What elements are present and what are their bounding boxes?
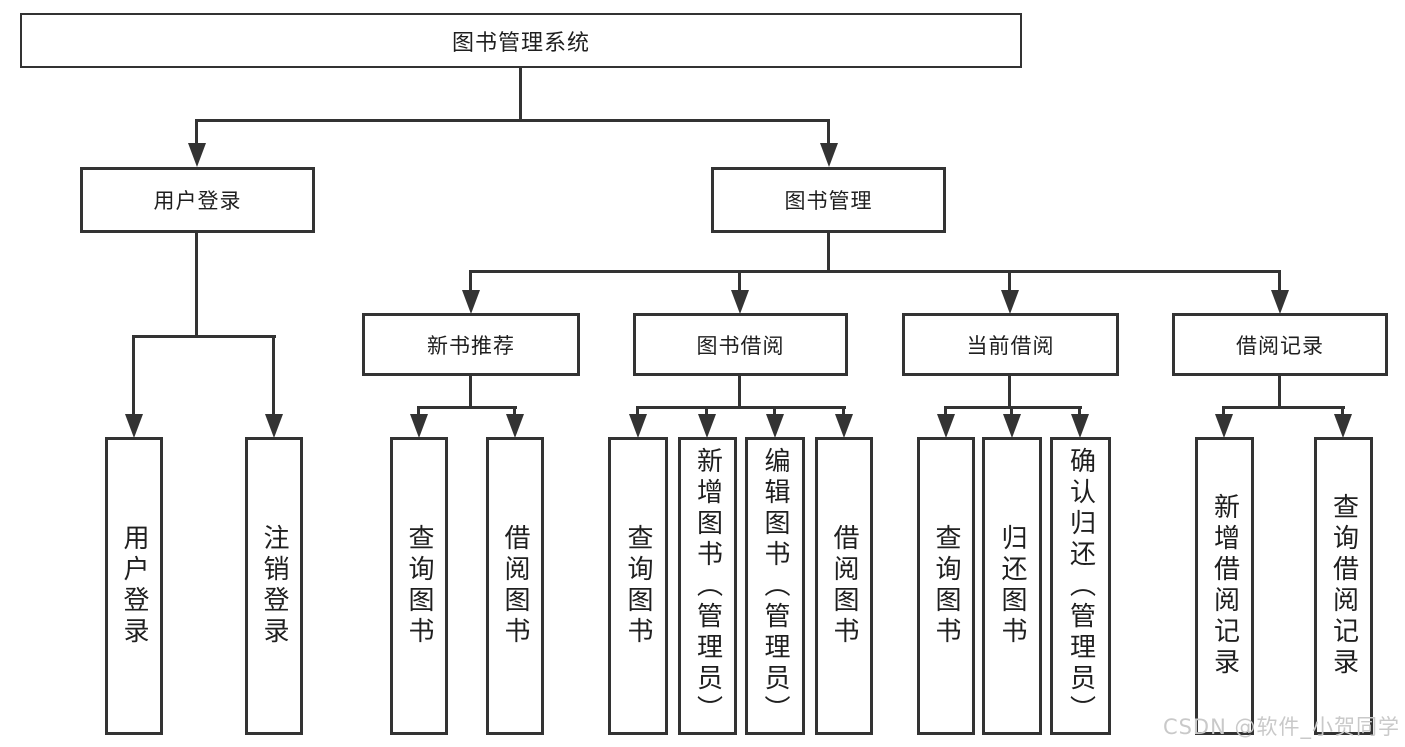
connector-line bbox=[827, 233, 830, 272]
arrow-down-icon bbox=[1001, 290, 1019, 314]
arrow-down-icon bbox=[1071, 414, 1089, 438]
leaf-user-login-label: 用户登录 bbox=[119, 524, 149, 648]
connector-line bbox=[738, 270, 741, 291]
leaf-add-book-admin: 新增图书（管理员） bbox=[678, 437, 737, 735]
node-book-management: 图书管理 bbox=[711, 167, 946, 233]
connector-line bbox=[1078, 406, 1081, 416]
leaf-query-book-1-label: 查询图书 bbox=[404, 524, 434, 648]
leaf-query-borrow-record: 查询借阅记录 bbox=[1314, 437, 1373, 735]
connector-line bbox=[469, 270, 472, 291]
leaf-user-login: 用户登录 bbox=[105, 437, 163, 735]
node-root: 图书管理系统 bbox=[20, 13, 1022, 68]
node-book-borrow: 图书借阅 bbox=[633, 313, 848, 376]
leaf-borrow-book-2-label: 借阅图书 bbox=[829, 524, 859, 648]
connector-line bbox=[513, 406, 516, 416]
connector-line bbox=[1278, 374, 1281, 408]
arrow-down-icon bbox=[125, 414, 143, 438]
connector-line bbox=[944, 406, 947, 416]
leaf-add-book-admin-label: 新增图书（管理员） bbox=[692, 446, 723, 726]
leaf-edit-book-admin: 编辑图书（管理员） bbox=[745, 437, 805, 735]
node-book-management-label: 图书管理 bbox=[784, 189, 873, 213]
connector-line bbox=[773, 406, 776, 416]
arrow-down-icon bbox=[1334, 414, 1352, 438]
arrow-down-icon bbox=[1271, 290, 1289, 314]
node-new-book-recommend-label: 新书推荐 bbox=[427, 333, 515, 358]
leaf-add-borrow-record: 新增借阅记录 bbox=[1195, 437, 1254, 735]
node-borrow-record: 借阅记录 bbox=[1172, 313, 1388, 376]
connector-line bbox=[132, 335, 276, 338]
arrow-down-icon bbox=[820, 143, 838, 167]
connector-line bbox=[469, 270, 1281, 273]
leaf-return-book-label: 归还图书 bbox=[997, 524, 1027, 648]
connector-line bbox=[469, 374, 472, 408]
leaf-edit-book-admin-label: 编辑图书（管理员） bbox=[760, 446, 790, 726]
leaf-confirm-return-admin-label: 确认归还（管理员） bbox=[1065, 446, 1096, 726]
leaf-query-borrow-record-label: 查询借阅记录 bbox=[1328, 493, 1359, 679]
node-current-borrow: 当前借阅 bbox=[902, 313, 1119, 376]
connector-line bbox=[636, 406, 639, 416]
node-user-login: 用户登录 bbox=[80, 167, 315, 233]
leaf-borrow-book-1-label: 借阅图书 bbox=[500, 524, 530, 648]
connector-line bbox=[195, 233, 198, 337]
connector-line bbox=[1278, 270, 1281, 291]
connector-line bbox=[417, 406, 517, 409]
leaf-logout: 注销登录 bbox=[245, 437, 303, 735]
connector-line bbox=[195, 119, 198, 145]
leaf-query-book-1: 查询图书 bbox=[390, 437, 448, 735]
arrow-down-icon bbox=[265, 414, 283, 438]
leaf-borrow-book-2: 借阅图书 bbox=[815, 437, 873, 735]
leaf-borrow-book-1: 借阅图书 bbox=[486, 437, 544, 735]
leaf-query-book-3: 查询图书 bbox=[917, 437, 975, 735]
arrow-down-icon bbox=[506, 414, 524, 438]
connector-line bbox=[1008, 270, 1011, 291]
arrow-down-icon bbox=[835, 414, 853, 438]
node-current-borrow-label: 当前借阅 bbox=[966, 333, 1055, 358]
connector-line bbox=[195, 119, 830, 122]
leaf-return-book: 归还图书 bbox=[982, 437, 1042, 735]
connector-line bbox=[842, 406, 845, 416]
leaf-query-book-2-label: 查询图书 bbox=[623, 524, 653, 648]
arrow-down-icon bbox=[731, 290, 749, 314]
node-new-book-recommend: 新书推荐 bbox=[362, 313, 580, 376]
arrow-down-icon bbox=[698, 414, 716, 438]
arrow-down-icon bbox=[937, 414, 955, 438]
node-user-login-label: 用户登录 bbox=[153, 189, 242, 213]
leaf-logout-label: 注销登录 bbox=[259, 524, 289, 648]
connector-line bbox=[132, 335, 135, 415]
leaf-add-borrow-record-label: 新增借阅记录 bbox=[1209, 493, 1240, 679]
arrow-down-icon bbox=[629, 414, 647, 438]
connector-line bbox=[1008, 374, 1011, 408]
leaf-query-book-2: 查询图书 bbox=[608, 437, 668, 735]
connector-line bbox=[417, 406, 420, 416]
leaf-confirm-return-admin: 确认归还（管理员） bbox=[1050, 437, 1111, 735]
connector-line bbox=[636, 406, 846, 409]
connector-line bbox=[738, 374, 741, 408]
arrow-down-icon bbox=[410, 414, 428, 438]
node-book-borrow-label: 图书借阅 bbox=[696, 333, 785, 358]
connector-line bbox=[827, 119, 830, 145]
arrow-down-icon bbox=[766, 414, 784, 438]
arrow-down-icon bbox=[1215, 414, 1233, 438]
connector-line bbox=[944, 406, 1082, 409]
node-borrow-record-label: 借阅记录 bbox=[1236, 333, 1324, 358]
connector-line bbox=[272, 335, 275, 415]
arrow-down-icon bbox=[1003, 414, 1021, 438]
connector-line bbox=[1222, 406, 1225, 416]
node-root-label: 图书管理系统 bbox=[451, 30, 590, 56]
arrow-down-icon bbox=[462, 290, 480, 314]
connector-line bbox=[519, 68, 522, 121]
connector-line bbox=[705, 406, 708, 416]
watermark: CSDN @软件_小贺同学 bbox=[1162, 715, 1400, 739]
arrow-down-icon bbox=[188, 143, 206, 167]
leaf-query-book-3-label: 查询图书 bbox=[931, 524, 961, 648]
connector-line bbox=[1222, 406, 1345, 409]
connector-line bbox=[1010, 406, 1013, 416]
connector-line bbox=[1341, 406, 1344, 416]
